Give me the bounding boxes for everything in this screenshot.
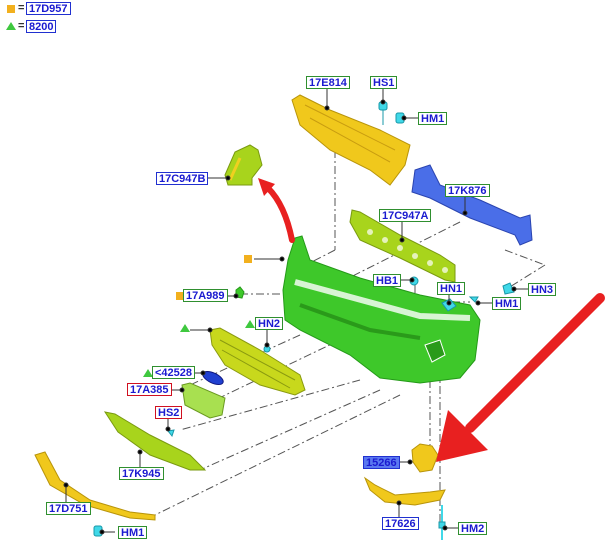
label-17K876[interactable]: 17K876 (445, 184, 490, 197)
clip-HS2[interactable] (167, 429, 175, 438)
part-17E814-upper-bracket[interactable] (291, 94, 411, 186)
clip-HM1-mid[interactable] (468, 296, 479, 303)
marker-HN2-triangle-icon (245, 320, 255, 328)
clip-HN3[interactable] (502, 282, 515, 295)
label-HS1[interactable]: HS1 (370, 76, 398, 89)
marker-8200-triangle-grille (180, 324, 190, 332)
part-17A385-plate[interactable] (181, 382, 226, 419)
legend-equals: = (18, 20, 25, 32)
legend-green-triangle-icon (6, 22, 16, 30)
label-HM2[interactable]: HM2 (458, 522, 488, 535)
marker-17D957-square (244, 255, 252, 263)
label-HB1[interactable]: HB1 (373, 274, 402, 287)
clip-HM2[interactable] (438, 505, 446, 540)
marker-42528-triangle-icon (143, 369, 153, 377)
part-17K876-reinforcement-beam[interactable] (411, 164, 533, 246)
part-17K945-lower-grille[interactable] (103, 411, 207, 471)
legend-code-8200: 8200 (26, 20, 57, 33)
marker-17A989-square-icon (176, 292, 184, 300)
part-bumper-cover[interactable] (282, 235, 481, 384)
label-17A989[interactable]: 17A989 (183, 289, 228, 302)
label-17D751[interactable]: 17D751 (46, 502, 91, 515)
label-17A385[interactable]: 17A385 (127, 383, 172, 396)
legend-orange-square-icon (7, 5, 15, 13)
label-HS2[interactable]: HS2 (155, 406, 183, 419)
label-17E814[interactable]: 17E814 (306, 76, 350, 89)
label-HN1[interactable]: HN1 (437, 282, 466, 295)
label-17C947A[interactable]: 17C947A (379, 209, 432, 222)
part-17626-trim[interactable] (363, 476, 446, 506)
label-HN2[interactable]: HN2 (255, 317, 284, 330)
legend-code-17D957: 17D957 (26, 2, 71, 15)
part-17D751-lower-lip[interactable] (34, 451, 156, 521)
part-grille[interactable] (209, 327, 306, 396)
label-17K945[interactable]: 17K945 (119, 467, 164, 480)
part-15266-fog-bezel[interactable] (411, 443, 439, 473)
clip-HS1[interactable] (378, 101, 388, 125)
label-HM1-mid[interactable]: HM1 (492, 297, 522, 310)
label-HM1-bottom[interactable]: HM1 (118, 526, 148, 539)
label-17626[interactable]: 17626 (382, 517, 419, 530)
red-pointer-arrow (436, 293, 605, 462)
label-17C947B[interactable]: 17C947B (156, 172, 209, 185)
legend-equals: = (18, 2, 25, 14)
red-curved-arrow (258, 178, 295, 243)
label-15266[interactable]: 15266 (363, 456, 400, 469)
part-17C947B-bracket[interactable] (224, 144, 263, 186)
label-42528[interactable]: <42528 (152, 366, 196, 379)
leader-lines (63, 89, 528, 535)
label-HM1-top[interactable]: HM1 (418, 112, 448, 125)
label-HN3[interactable]: HN3 (528, 283, 557, 296)
